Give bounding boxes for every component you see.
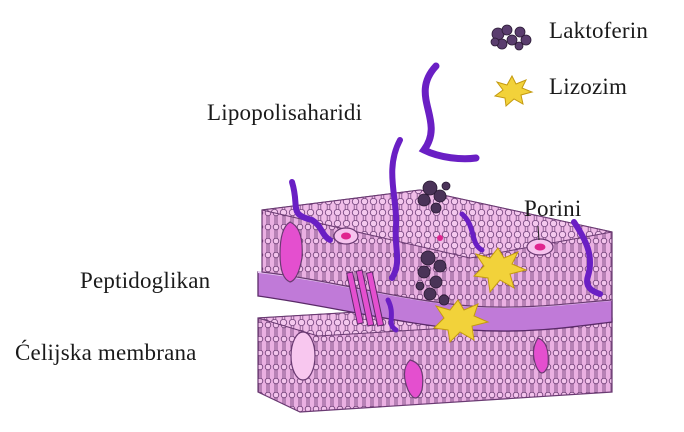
porin-channel-core <box>341 233 351 240</box>
peptidoglycan-label: Peptidoglikan <box>80 268 210 294</box>
porin-channel-core <box>535 244 546 251</box>
lactoferrin-cluster-icon <box>491 25 531 50</box>
membrane-protein <box>291 332 315 380</box>
legend-label-lactoferrin: Laktoferin <box>549 18 648 44</box>
cell-membrane-label: Ćelijska membrana <box>15 340 197 366</box>
lps-chain <box>424 66 476 159</box>
lysozyme-star-icon <box>495 76 532 106</box>
lactoferrin-cluster-marker <box>437 235 443 241</box>
legend-label-lysozyme: Lizozim <box>549 74 627 100</box>
lipopolysaccharides-label: Lipopolisaharidi <box>207 100 362 126</box>
porins-label: Porini <box>524 196 581 222</box>
